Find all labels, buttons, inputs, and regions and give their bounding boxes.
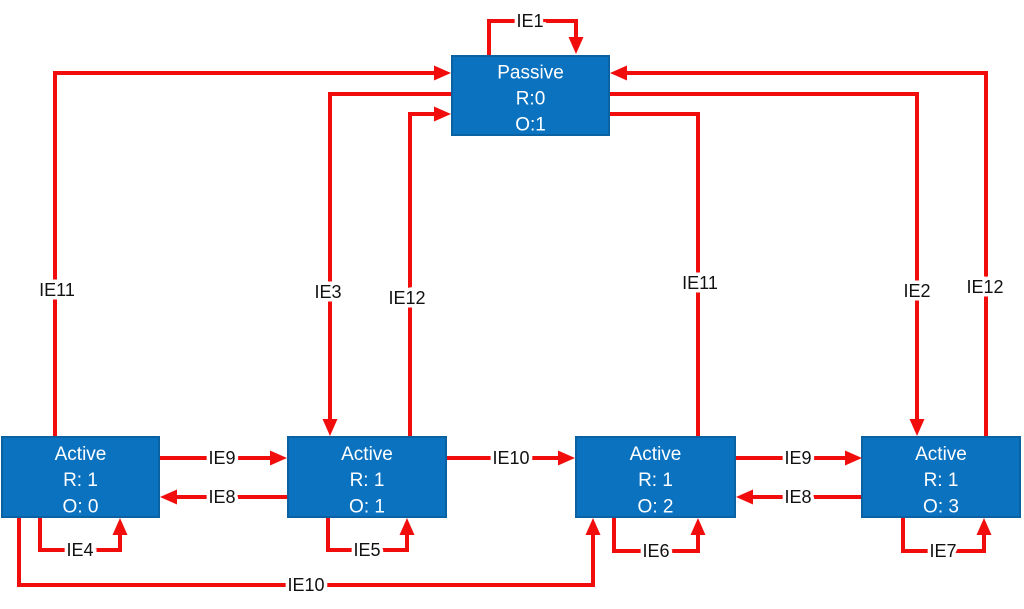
state-node-passive <box>451 55 610 136</box>
state-node-active_o0 <box>1 436 160 518</box>
state-node-active_o2-line2: R: 1 <box>638 470 673 491</box>
edge-arrowhead-icon-ie8-11 <box>736 489 753 505</box>
edge-arrowhead-icon-ie12-6 <box>610 65 627 81</box>
state-node-active_o0-line3: O: 0 <box>63 497 99 518</box>
edge-arrowhead-icon-ie1-0 <box>568 37 584 54</box>
state-node-passive-line3: O:1 <box>515 115 546 136</box>
edge-arrowhead-icon-ie8-8 <box>160 489 177 505</box>
edge-label-ie11-4: IE11 <box>682 273 718 293</box>
edge-line-ie1-0 <box>487 19 578 56</box>
edge-line-ie3-2 <box>328 92 452 422</box>
edge-arrowhead-icon-ie9-7 <box>270 450 287 466</box>
edge-label-ie8-8: IE8 <box>208 487 235 507</box>
edge-arrowhead-icon-ie7-15 <box>976 518 992 535</box>
state-node-active_o1-line2: R: 1 <box>350 470 385 491</box>
edge-line-ie7-15 <box>901 517 986 553</box>
edge-label-ie8-11: IE8 <box>784 487 811 507</box>
state-node-active_o3 <box>861 436 1021 518</box>
edge-label-ie10-16: IE10 <box>287 575 324 595</box>
edge-label-ie1-0: IE1 <box>516 11 543 31</box>
edge-arrowhead-icon-ie9-10 <box>845 450 862 466</box>
state-node-active_o1-title: Active <box>341 444 393 465</box>
edge-line-ie11-4 <box>609 112 700 437</box>
state-node-active_o3-title: Active <box>915 444 967 465</box>
edge-arrowhead-icon-ie6-14 <box>690 518 706 535</box>
edge-arrowhead-icon-ie2-5 <box>909 419 925 436</box>
state-node-passive-title: Passive <box>497 63 564 84</box>
edge-arrowhead-icon-ie12-3 <box>434 106 451 122</box>
edge-line-ie4-12 <box>38 517 122 552</box>
edge-label-ie7-15: IE7 <box>929 541 956 561</box>
edge-line-ie2-5 <box>609 92 919 422</box>
edge-line-ie6-14 <box>612 517 700 553</box>
edge-label-ie6-14: IE6 <box>642 541 669 561</box>
edge-label-ie5-13: IE5 <box>353 540 380 560</box>
state-node-active_o2-title: Active <box>630 444 682 465</box>
edge-line-ie10-16 <box>17 517 595 587</box>
state-node-active_o0-line2: R: 1 <box>63 470 98 491</box>
edge-label-ie9-10: IE9 <box>784 448 811 468</box>
edge-label-ie12-3: IE12 <box>388 288 425 308</box>
edge-line-ie12-6 <box>624 71 988 437</box>
edge-arrowhead-icon-ie4-12 <box>112 518 128 535</box>
state-node-active_o1-line3: O: 1 <box>349 497 385 518</box>
edge-line-ie12-3 <box>408 112 437 437</box>
state-node-active_o0-title: Active <box>55 444 107 465</box>
edge-arrowhead-icon-ie10-16 <box>585 518 601 535</box>
edge-line-ie11-1 <box>53 71 437 437</box>
edge-label-ie4-12: IE4 <box>66 540 93 560</box>
edge-arrowhead-icon-ie5-13 <box>399 518 415 535</box>
edge-label-ie11-1: IE11 <box>39 280 75 300</box>
edge-line-ie5-13 <box>326 517 409 552</box>
edge-label-ie3-2: IE3 <box>314 282 341 302</box>
edge-arrowhead-icon-ie3-2 <box>322 419 338 436</box>
state-node-active_o2 <box>575 436 736 518</box>
edge-arrowhead-icon-ie10-9 <box>558 450 575 466</box>
state-node-active_o3-line3: O: 3 <box>923 497 959 518</box>
edge-label-ie2-5: IE2 <box>903 281 930 301</box>
edge-label-ie9-7: IE9 <box>208 448 235 468</box>
state-node-passive-line2: R:0 <box>516 89 546 110</box>
edge-label-ie12-6: IE12 <box>966 277 1003 297</box>
edge-arrowhead-icon-ie11-1 <box>434 65 451 81</box>
state-node-active_o3-line2: R: 1 <box>924 470 959 491</box>
state-node-active_o1 <box>287 436 447 518</box>
edge-label-ie10-9: IE10 <box>492 448 529 468</box>
state-node-active_o2-line3: O: 2 <box>638 497 674 518</box>
